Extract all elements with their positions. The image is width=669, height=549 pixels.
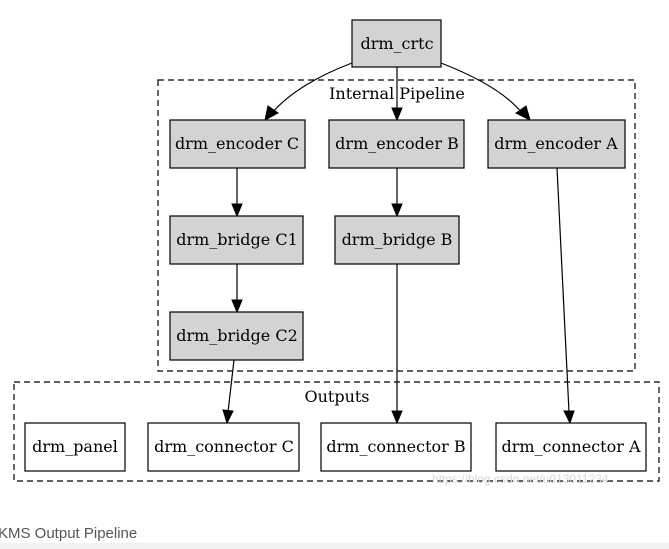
node-drm-connector-b: drm_connector B (320, 422, 472, 472)
edge-crtc-encoder-a (440, 62, 523, 114)
node-drm-panel: drm_panel (24, 422, 126, 472)
node-drm-connector-a: drm_connector A (495, 422, 647, 472)
node-drm-connector-a-label: drm_connector A (501, 437, 640, 456)
edge-crtc-encoder-c (271, 62, 353, 114)
arrowhead-encoder-c (264, 105, 279, 121)
watermark-text: https://blog.csdn.net/u013011234 (432, 472, 609, 486)
arrowhead-encoder-b (391, 107, 403, 122)
node-drm-encoder-c-label: drm_encoder C (175, 134, 299, 153)
kms-pipeline-diagram: Internal Pipeline Outputs drm_crtc drm_e… (13, 19, 660, 486)
node-drm-connector-b-label: drm_connector B (326, 437, 465, 456)
arrowhead-connector-a (563, 410, 575, 425)
node-drm-crtc-label: drm_crtc (360, 34, 433, 53)
node-drm-encoder-c: drm_encoder C (169, 119, 306, 169)
cluster-outputs: Outputs (13, 381, 660, 482)
node-drm-panel-label: drm_panel (32, 437, 118, 456)
node-drm-bridge-b: drm_bridge B (334, 215, 460, 265)
arrowhead-connector-c (222, 409, 234, 425)
arrowhead-encoder-a (515, 105, 531, 121)
edges (222, 62, 575, 425)
node-drm-bridge-c1: drm_bridge C1 (169, 215, 304, 265)
node-drm-encoder-b: drm_encoder B (328, 119, 465, 169)
bottom-divider (0, 543, 669, 549)
node-drm-bridge-c1-label: drm_bridge C1 (176, 230, 298, 249)
arrowhead-bridge-c1 (231, 203, 243, 218)
node-drm-connector-c: drm_connector C (147, 422, 300, 472)
arrowhead-connector-b (391, 410, 403, 425)
arrowhead-bridge-c2 (231, 299, 243, 314)
node-drm-crtc: drm_crtc (351, 19, 442, 68)
node-drm-encoder-a-label: drm_encoder A (494, 134, 618, 153)
node-drm-bridge-c2: drm_bridge C2 (169, 311, 304, 361)
edge-bridge-c2-connector-c (227, 359, 235, 413)
node-drm-bridge-c2-label: drm_bridge C2 (176, 326, 298, 345)
node-drm-bridge-b-label: drm_bridge B (342, 230, 453, 249)
arrowhead-bridge-b (391, 203, 403, 218)
figure-caption: KMS Output Pipeline (0, 525, 138, 542)
node-drm-encoder-a: drm_encoder A (487, 119, 626, 169)
cluster-outputs-label: Outputs (304, 387, 369, 406)
node-drm-connector-c-label: drm_connector C (154, 437, 294, 456)
node-drm-encoder-b-label: drm_encoder B (335, 134, 459, 153)
edge-encoder-a-connector-a (556, 167, 570, 413)
